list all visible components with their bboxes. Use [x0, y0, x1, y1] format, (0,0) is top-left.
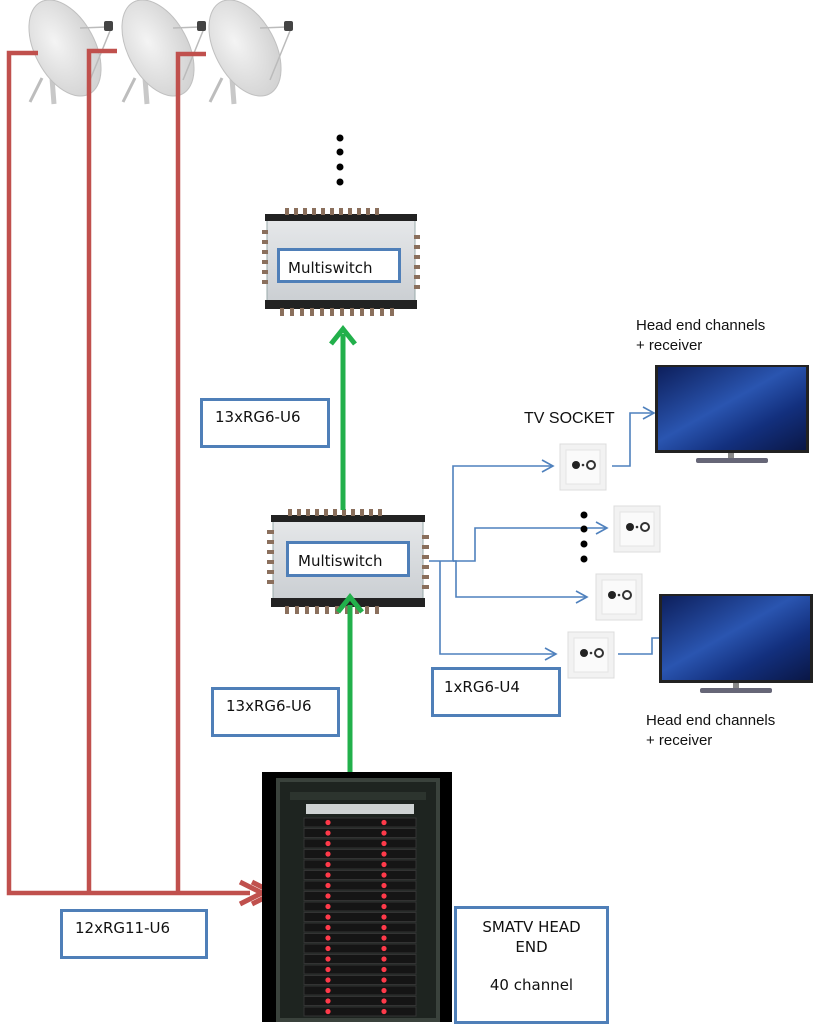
cable-label-text: 1xRG6-U4 [444, 678, 520, 696]
rack-led-icon [381, 1008, 387, 1015]
cable-label-multiswitch-to-sockets: 1xRG6-U4 [431, 667, 561, 717]
rack-led-icon [325, 882, 331, 889]
rack-unit [303, 891, 417, 901]
rack-led-icon [381, 935, 387, 941]
rack-led-icon [325, 966, 331, 973]
rack-unit [303, 838, 417, 849]
rack-led-icon [325, 924, 331, 931]
rack-led-icon [325, 956, 331, 962]
television-icon [659, 594, 813, 693]
rack-unit [303, 828, 417, 838]
tv-socket-icon [567, 631, 615, 679]
rack-unit [303, 996, 417, 1006]
cable-label-multiswitch-to-multiswitch: 13xRG6-U6 [200, 398, 330, 448]
cable-label-text: 13xRG6-U6 [226, 697, 312, 715]
continuation-dots-icon [336, 134, 344, 186]
rack-unit [303, 964, 417, 975]
rack-unit [303, 985, 417, 996]
rack-led-icon [325, 977, 331, 983]
rack-led-icon [381, 840, 387, 847]
rack-led-icon [381, 924, 387, 931]
headend-label: SMATV HEAD END 40 channel [454, 906, 609, 1024]
tv-caption-line1: Head end channels [636, 317, 766, 334]
rack-led-icon [325, 945, 331, 952]
cable-label-text: 12xRG11-U6 [75, 919, 171, 937]
rack-unit [303, 817, 417, 828]
rack-led-icon [325, 840, 331, 847]
rack-led-icon [381, 893, 387, 899]
cable-label-headend-to-multiswitch: 13xRG6-U6 [211, 687, 340, 737]
rack-led-icon [325, 1008, 331, 1015]
tv-top-caption: Head end channels + receiver [636, 316, 765, 356]
rack-led-icon [381, 872, 387, 878]
rack-led-icon [381, 903, 387, 910]
rack-unit [303, 933, 417, 943]
headend-title-line2: END [515, 938, 548, 956]
continuation-dots-icon [580, 511, 588, 563]
rack-unit [303, 1006, 417, 1017]
rack-led-icon [381, 851, 387, 857]
rack-unit [303, 859, 417, 870]
multiswitch-to-sockets-cables [429, 406, 684, 661]
rack-led-icon [325, 893, 331, 899]
rack-led-icon [381, 882, 387, 889]
multiswitch-middle-label: Multiswitch [286, 541, 410, 577]
rack-led-icon [381, 977, 387, 983]
rack-led-icon [381, 861, 387, 868]
rack-led-icon [325, 987, 331, 994]
rack-led-icon [325, 914, 331, 920]
green-arrowhead-icon [329, 324, 357, 346]
rack-led-icon [325, 819, 331, 826]
rack-led-icon [381, 914, 387, 920]
headend-to-multiswitch-cable [336, 592, 364, 772]
multiswitch-top-label: Multiswitch [277, 248, 401, 283]
rack-led-icon [325, 998, 331, 1004]
rack-led-icon [325, 903, 331, 910]
rack-led-icon [325, 935, 331, 941]
cable-label-text: 13xRG6-U6 [215, 408, 301, 426]
rack-unit [303, 922, 417, 933]
dish-to-headend-cables [6, 48, 250, 896]
rack-unit [303, 901, 417, 912]
rack-led-icon [381, 830, 387, 836]
television-icon [655, 365, 809, 463]
multiswitch-to-multiswitch-cable [329, 324, 357, 510]
multiswitch-top-text: Multiswitch [288, 259, 373, 277]
rack-led-icon [325, 851, 331, 857]
rack-unit [303, 943, 417, 954]
tv-caption-line2: + receiver [636, 337, 703, 354]
rack-led-icon [381, 987, 387, 994]
satellite-dish-icon [28, 0, 113, 105]
rack-unit [303, 954, 417, 964]
rack-unit [303, 975, 417, 985]
tv-socket-icon [613, 505, 661, 553]
tv-caption-line1: Head end channels [646, 712, 776, 729]
rack-unit [303, 870, 417, 880]
rack-led-icon [325, 872, 331, 878]
rack-unit [303, 912, 417, 922]
rack-led-icon [325, 861, 331, 868]
tv-socket-caption: TV SOCKET [524, 410, 615, 427]
headend-title-line1: SMATV HEAD [482, 918, 581, 936]
rack-led-icon [381, 998, 387, 1004]
tv-caption-line2: + receiver [646, 732, 713, 749]
satellite-dish-icon [208, 0, 293, 105]
tv-bottom-caption: Head end channels + receiver [646, 711, 775, 751]
cable-label-dish-to-headend: 12xRG11-U6 [60, 909, 208, 959]
rack-led-icon [381, 945, 387, 952]
headend-channel-count: 40 channel [489, 976, 574, 994]
multiswitch-middle-text: Multiswitch [298, 552, 383, 570]
rack-led-icon [381, 956, 387, 962]
tv-socket-icon [559, 443, 607, 491]
rack-unit [303, 880, 417, 891]
rack-led-icon [381, 966, 387, 973]
rack-led-icon [325, 830, 331, 836]
headend-rack-icon [262, 772, 452, 1022]
rack-unit [303, 849, 417, 859]
tv-socket-icon [595, 573, 643, 621]
green-arrowhead-icon [336, 592, 364, 614]
rack-led-icon [381, 819, 387, 826]
